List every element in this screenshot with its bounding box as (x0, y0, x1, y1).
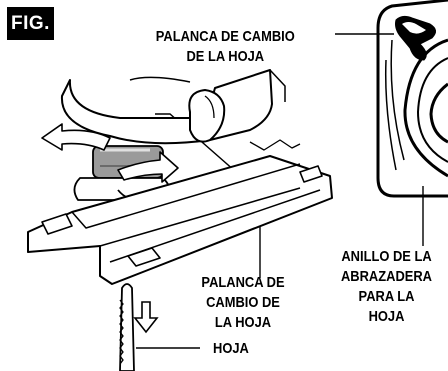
callout-blade-change-lever-top: PALANCA DE CAMBIO DE LA HOJA (135, 27, 316, 67)
callout-line: PALANCA DE CAMBIO (155, 28, 295, 45)
callout-line: ANILLO DE LA (341, 248, 432, 265)
leader-lines (136, 33, 424, 349)
callout-blade-change-lever-middle: PALANCA DE CAMBIO DE LA HOJA (200, 273, 286, 333)
callout-line: LA HOJA (214, 314, 272, 331)
callout-line: PARA LA (358, 288, 415, 305)
jigsaw-body (27, 69, 333, 285)
callout-line: HOJA (213, 340, 249, 357)
saw-blade (119, 283, 159, 371)
callout-blade-clamp-ring: ANILLO DE LA ABRAZADERA PARA LA HOJA (322, 247, 448, 327)
callout-line: ABRAZADERA (340, 268, 432, 285)
callout-blade: HOJA (213, 339, 265, 359)
callout-line: DE LA HOJA (186, 48, 265, 65)
rotation-arrows (41, 123, 179, 183)
clamp-ring-detail-inset (376, 0, 448, 198)
callout-line: HOJA (368, 308, 405, 325)
figure-badge: FIG. (7, 7, 54, 40)
callout-line: CAMBIO DE (206, 294, 280, 311)
callout-line: PALANCA DE (201, 274, 285, 291)
